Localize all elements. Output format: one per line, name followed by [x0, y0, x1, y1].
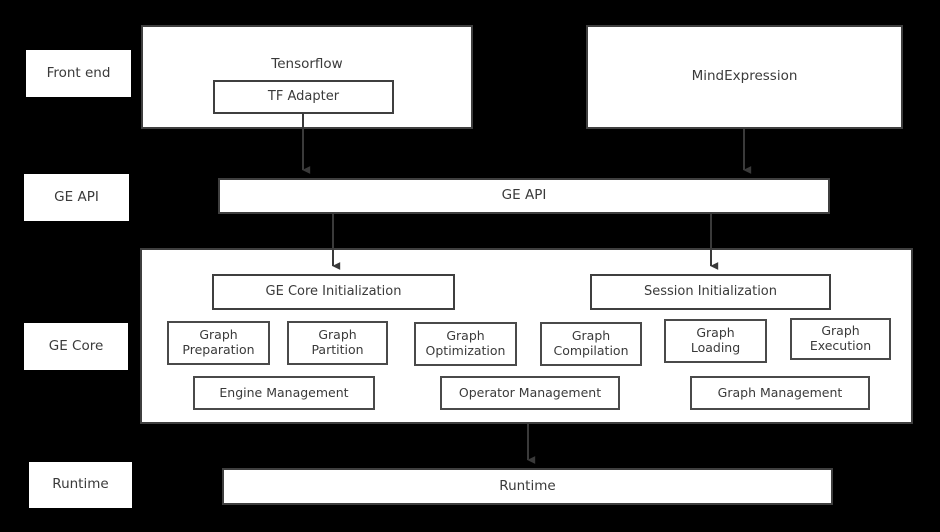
module-graph-compilation[interactable]: Graph Compilation [540, 322, 642, 366]
mindexpression-panel[interactable]: MindExpression [586, 25, 903, 129]
ge-core-initialization-node[interactable]: GE Core Initialization [212, 274, 455, 310]
stage-label-ge-api: GE API [24, 174, 129, 221]
module-line-2: Preparation [182, 342, 255, 357]
module-graph-loading[interactable]: Graph Loading [664, 319, 767, 363]
module-line-2: Execution [809, 338, 872, 353]
module-graph-optimization[interactable]: Graph Optimization [414, 322, 517, 366]
tensorflow-title: Tensorflow [271, 56, 343, 72]
mindexpression-title: MindExpression [691, 68, 798, 85]
session-initialization-node[interactable]: Session Initialization [590, 274, 831, 310]
module-line-1: Graph [571, 328, 611, 344]
module-line-1: Graph [446, 328, 485, 344]
module-line-2: Loading [690, 340, 741, 355]
stage-label-text: GE Core [48, 337, 104, 354]
manager-label: Graph Management [717, 384, 843, 400]
ge-api-label: GE API [501, 187, 547, 204]
module-line-2: Optimization [425, 343, 506, 358]
module-line-1: Graph [821, 323, 860, 339]
manager-engine-management[interactable]: Engine Management [193, 376, 375, 410]
module-line-2: Compilation [553, 343, 629, 358]
stage-label-ge-core: GE Core [24, 323, 128, 370]
module-graph-partition[interactable]: Graph Partition [287, 321, 388, 365]
stage-label-text: Front end [46, 64, 111, 81]
manager-graph-management[interactable]: Graph Management [690, 376, 870, 410]
tf-adapter-node[interactable]: TF Adapter [213, 80, 394, 114]
module-graph-execution[interactable]: Graph Execution [790, 318, 891, 360]
stage-label-text: GE API [54, 188, 99, 205]
stage-label-front-end: Front end [26, 50, 131, 97]
manager-operator-management[interactable]: Operator Management [440, 376, 620, 410]
runtime-bar[interactable]: Runtime [222, 468, 833, 505]
module-line-1: Graph [199, 327, 238, 343]
stage-label-text: Runtime [52, 476, 109, 493]
module-graph-preparation[interactable]: Graph Preparation [167, 321, 270, 365]
ge-core-initialization-label: GE Core Initialization [265, 284, 402, 300]
tf-adapter-label: TF Adapter [267, 89, 340, 105]
module-line-1: Graph [318, 327, 357, 343]
runtime-label: Runtime [499, 477, 556, 494]
module-line-1: Graph [696, 325, 735, 341]
ge-api-bar[interactable]: GE API [218, 178, 830, 214]
session-initialization-label: Session Initialization [643, 284, 777, 300]
stage-label-runtime: Runtime [29, 462, 132, 508]
module-line-2: Partition [311, 342, 364, 357]
manager-label: Operator Management [458, 384, 602, 400]
manager-label: Engine Management [219, 384, 349, 400]
